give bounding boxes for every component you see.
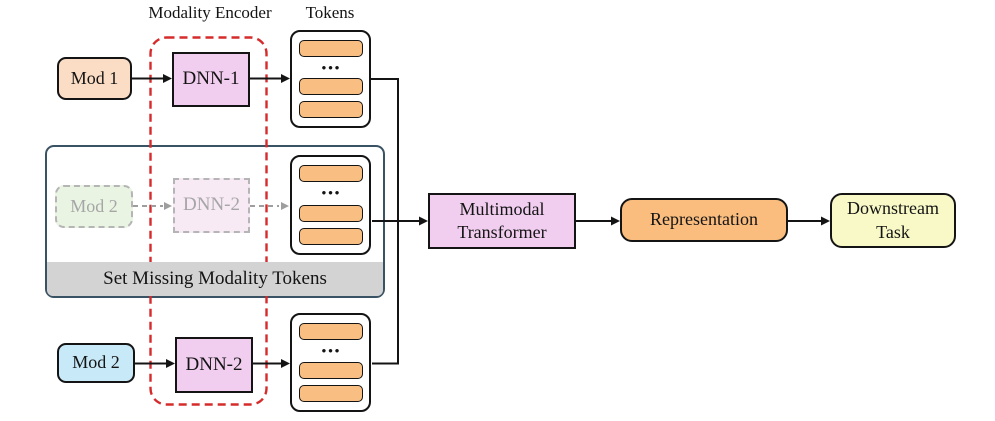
token (298, 165, 363, 182)
representation-box: Representation (620, 198, 788, 242)
token-stack-1: ••• (290, 30, 371, 128)
token (298, 323, 363, 340)
arrow-transformer-to-representation (576, 216, 620, 226)
downstream-task-box: Downstream Task (830, 193, 956, 248)
ellipsis-dots: ••• (321, 59, 342, 75)
dnn2-box: DNN-2 (175, 337, 253, 393)
token-stack-3: ••• (290, 313, 371, 412)
label-tokens: Tokens (305, 3, 355, 22)
arrow-mod1-to-dnn1 (132, 74, 172, 83)
arrow-dnn1-to-tokens1 (250, 74, 290, 83)
token (298, 227, 363, 245)
token-stack-2: ••• (290, 155, 371, 255)
token (298, 362, 363, 379)
mod1-box: Mod 1 (57, 57, 132, 100)
dnn1-box: DNN-1 (172, 52, 250, 107)
label-modality-encoder: Modality Encoder (148, 3, 272, 22)
token (298, 40, 363, 57)
token (298, 385, 363, 402)
multimodal-transformer-box: Multimodal Transformer (428, 193, 576, 249)
token (298, 204, 363, 222)
faded-mod2-box: Mod 2 (55, 185, 133, 228)
token (298, 100, 363, 118)
ellipsis-dots: ••• (321, 185, 342, 201)
mod2-box: Mod 2 (57, 343, 135, 383)
arrow-mod2-to-dnn2 (135, 359, 175, 368)
token (298, 78, 363, 96)
missing-modality-banner: Set Missing Modality Tokens (47, 262, 383, 296)
arrow-dnn2-to-tokens3 (253, 359, 290, 368)
faded-dnn2-box: DNN-2 (173, 178, 250, 233)
ellipsis-dots: ••• (321, 343, 342, 358)
arrow-representation-to-task (788, 216, 830, 226)
